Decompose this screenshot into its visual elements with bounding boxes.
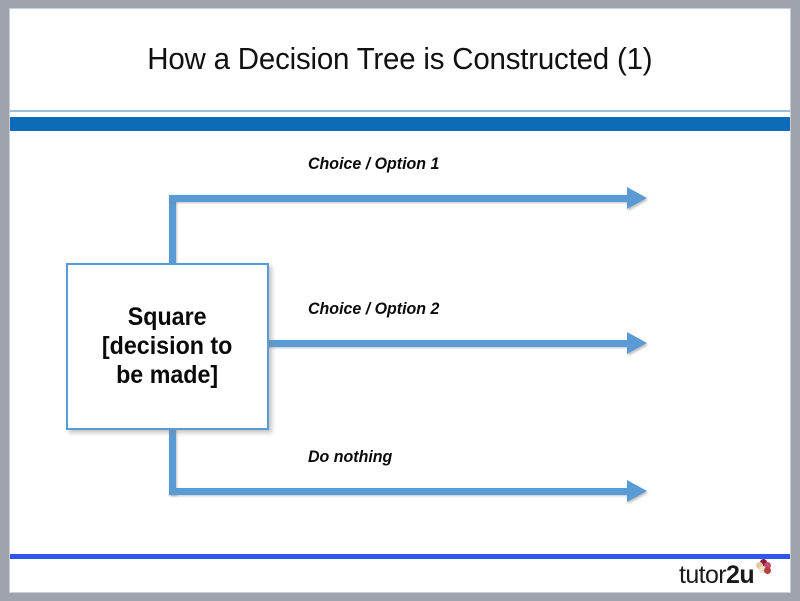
- pinwheel-icon: [755, 559, 772, 576]
- arrow-head-branch-1: [627, 187, 647, 209]
- connector-vertical-branch-1: [169, 195, 176, 275]
- brand-logo-text: tutor2u: [678, 561, 755, 589]
- arrow-head-branch-2: [627, 332, 647, 354]
- connector-horizontal-branch-1: [169, 195, 629, 202]
- decision-node-label: Square [decision to be made]: [102, 303, 233, 389]
- brand-logo-prefix: tutor: [678, 561, 727, 589]
- page-title: How a Decision Tree is Constructed (1): [147, 41, 653, 76]
- connector-horizontal-branch-2: [266, 340, 629, 347]
- footer-accent-rule: [10, 554, 790, 559]
- branch-label-do-nothing: Do nothing: [308, 447, 393, 466]
- brand-logo: tutor2u: [678, 559, 772, 589]
- brand-logo-accent: 2u: [726, 561, 755, 589]
- connector-vertical-branch-3: [169, 421, 176, 495]
- header-hairline-rule: [10, 110, 790, 112]
- header-rule-gap: [10, 112, 790, 117]
- connector-horizontal-branch-3: [169, 488, 629, 495]
- slide-title-zone: How a Decision Tree is Constructed (1): [10, 9, 790, 108]
- branch-label-choice-option-1: Choice / Option 1: [308, 154, 440, 173]
- decision-tree-diagram: Choice / Option 1 Choice / Option 2 Do n…: [10, 131, 790, 554]
- decision-node-square: Square [decision to be made]: [66, 263, 269, 430]
- branch-label-choice-option-2: Choice / Option 2: [308, 299, 440, 318]
- slide-canvas: How a Decision Tree is Constructed (1) C…: [9, 8, 791, 593]
- header-accent-band: [10, 117, 790, 131]
- arrow-head-branch-3: [627, 480, 647, 502]
